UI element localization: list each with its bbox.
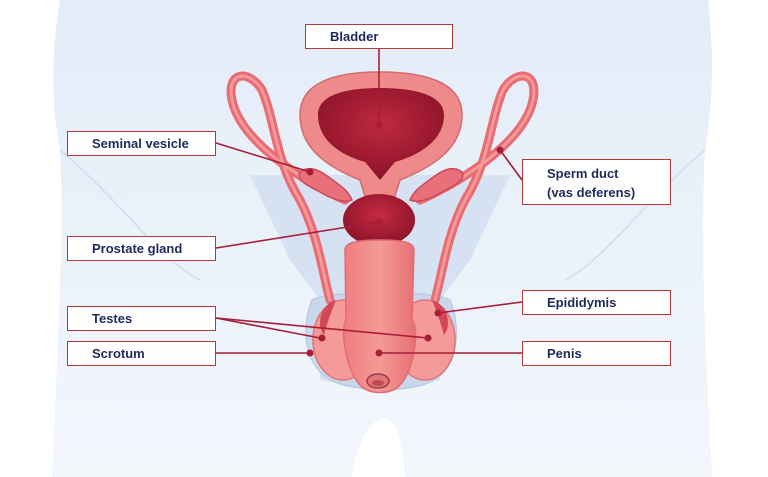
urethral-opening-inner [372,380,384,386]
epididymis-dot [434,309,442,317]
seminal-vesicle-pointer [215,142,311,173]
sperm-duct-pointer [499,149,523,181]
scrotum-label: Scrotum [67,341,216,366]
penis-label-text: Penis [547,346,582,361]
torso-curve-right [564,149,706,281]
bladder-inner [318,88,444,180]
prostate-dot [375,218,383,226]
bladder-dot [375,121,383,129]
penis-dot [375,349,383,357]
prostate-pointer [215,221,380,249]
sperm-duct-label-line1: Sperm duct [547,166,619,181]
epididymis-right [432,300,448,335]
testes-dot-right [424,334,432,342]
bladder-label-text: Bladder [330,29,379,44]
sperm-duct-label: Sperm duct (vas deferens) [522,159,671,205]
penis-label: Penis [522,341,671,366]
seminal-vesicle-right [409,167,464,203]
prostate-gland-label: Prostate gland [67,236,216,261]
vas-deferens-left-inner [229,74,347,302]
testes-dot-left [318,334,326,342]
prostate-gland-label-text: Prostate gland [92,241,183,256]
testes-label-text: Testes [92,311,133,326]
epididymis-pointer [437,301,523,314]
seminal-vesicle-label-text: Seminal vesicle [92,136,189,151]
sperm-duct-label-line2: (vas deferens) [547,185,636,200]
epididymis-label-text: Epididymis [547,295,617,310]
torso-curve-left [59,149,201,281]
testes-pointer-left [215,317,321,339]
bladder-label: Bladder [305,24,453,49]
scrotum-label-text: Scrotum [92,346,145,361]
pointer-lines [215,48,523,354]
testes-pointer-right [215,317,429,339]
scrotum-dot [306,349,314,357]
pointer-dots [306,121,504,357]
testes-label: Testes [67,306,216,331]
seminal-vesicle-dot [306,168,314,176]
epididymis-left [320,300,336,335]
seminal-vesicle-label: Seminal vesicle [67,131,216,156]
penis-shaft [342,239,417,394]
epididymis-label: Epididymis [522,290,671,315]
seminal-vesicle-left [298,167,353,203]
sperm-duct-dot [496,146,504,154]
